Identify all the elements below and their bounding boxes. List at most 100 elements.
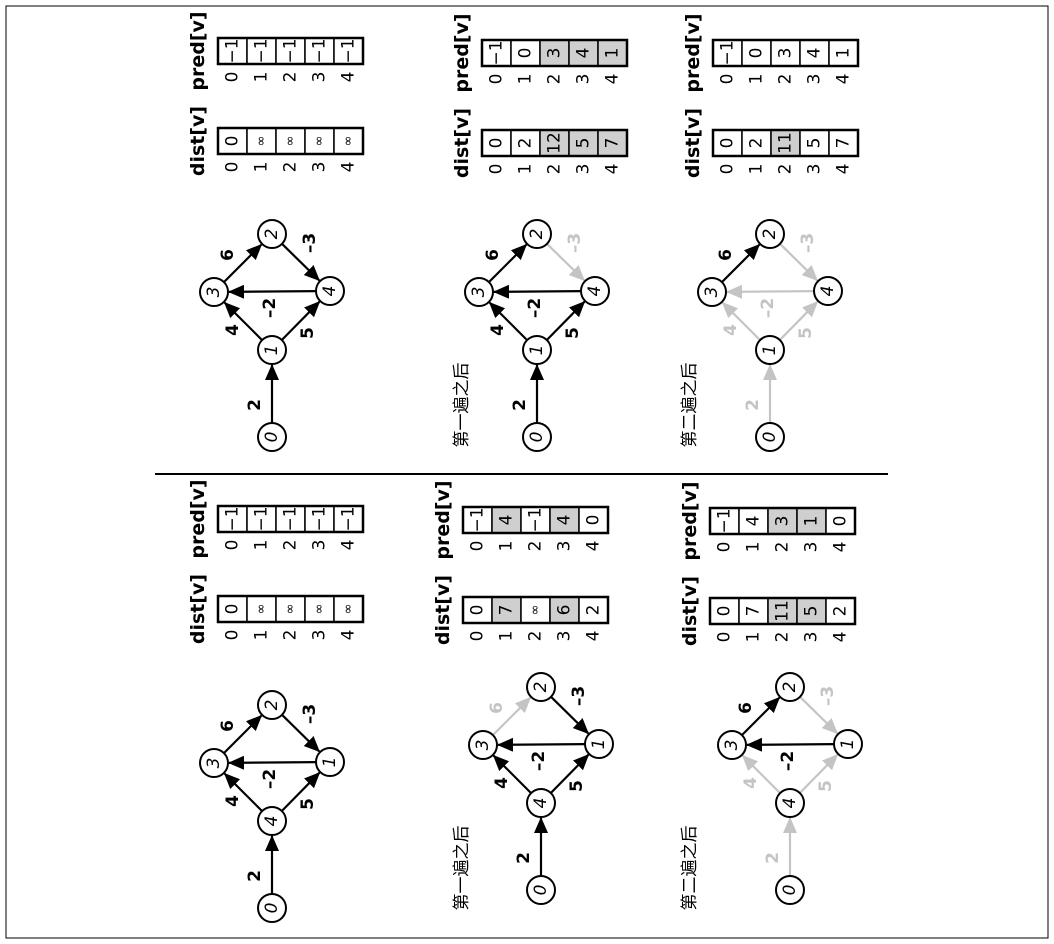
dist-table: dist[v]00∞1∞2∞3∞4 <box>187 574 365 644</box>
dist-value: 12 <box>545 132 565 154</box>
dist-value: 0 <box>223 604 243 615</box>
dist-label: dist[v] <box>451 108 473 178</box>
dist-table-border <box>216 126 365 156</box>
pred-index: 1 <box>252 72 272 83</box>
dist-index: 0 <box>715 632 735 643</box>
edge-weight: 5 <box>563 327 583 339</box>
dist-value: 5 <box>574 138 594 149</box>
node-label: 2 <box>262 700 282 711</box>
pred-label: pred[v] <box>679 481 701 560</box>
dist-label: dist[v] <box>187 106 209 176</box>
graph-node <box>199 277 229 307</box>
pred-index: 4 <box>339 72 359 83</box>
graph-node <box>526 788 556 818</box>
graph-node <box>775 875 805 905</box>
pred-index: 1 <box>747 74 767 85</box>
pred-value: 3 <box>773 516 793 527</box>
node-label: 1 <box>589 739 609 750</box>
node-label: 4 <box>320 286 340 297</box>
pred-table: pred[v]−10−11−12−13−14 <box>187 11 365 91</box>
dist-label: dist[v] <box>679 576 701 646</box>
pred-index: 3 <box>802 542 822 553</box>
pred-value: −1 <box>487 40 507 65</box>
dist-table-border <box>216 594 365 624</box>
graph-node <box>315 276 345 306</box>
edge-arrow <box>725 284 815 299</box>
dist-value: 0 <box>223 136 243 147</box>
dist-index: 4 <box>834 164 854 175</box>
dist-index: 2 <box>776 164 796 175</box>
edge-weight: –2 <box>758 298 778 318</box>
edge-arrow <box>492 284 582 299</box>
node-label: 0 <box>527 432 547 443</box>
node-label: 4 <box>531 798 551 809</box>
edge-weight: –2 <box>529 751 549 771</box>
dist-index: 3 <box>802 632 822 643</box>
graph-node <box>833 729 863 759</box>
dist-value: 0 <box>487 138 507 149</box>
dist-index: 0 <box>223 630 243 641</box>
pred-cell <box>799 39 830 67</box>
edge-arrow <box>546 300 586 341</box>
pred-value: −1 <box>468 507 488 532</box>
edge-arrow <box>492 696 532 736</box>
dist-value: ∞ <box>254 604 269 615</box>
dist-value: 5 <box>802 606 822 617</box>
pred-value: 0 <box>747 48 767 59</box>
dist-value: 2 <box>584 605 604 616</box>
dist-index: 0 <box>487 164 507 175</box>
dist-index: 1 <box>252 630 272 641</box>
edge-weight: 4 <box>741 777 761 789</box>
edge-arrow <box>546 243 586 282</box>
dist-value: ∞ <box>283 136 298 147</box>
pred-index: 4 <box>831 542 851 553</box>
pred-value: 0 <box>516 48 536 59</box>
pred-index: 2 <box>281 540 301 551</box>
edge-weight: 4 <box>721 324 741 336</box>
dist-index: 2 <box>281 162 301 173</box>
pred-value: 0 <box>831 516 851 527</box>
pred-value: 1 <box>802 516 822 527</box>
pass-caption: 第一遍之后 <box>452 363 472 448</box>
pred-value: −1 <box>718 40 738 65</box>
dist-value: 11 <box>773 600 793 622</box>
graph-node <box>257 335 287 365</box>
pred-label: pred[v] <box>682 13 704 92</box>
dist-label: dist[v] <box>432 575 454 645</box>
dist-value: 11 <box>776 132 796 154</box>
graph-node <box>526 875 556 905</box>
edge-weight: –2 <box>525 298 545 318</box>
pred-table-border <box>216 504 365 534</box>
pred-index: 1 <box>516 74 536 85</box>
edge-weight: –3 <box>798 233 818 253</box>
pred-cell <box>304 37 335 65</box>
node-label: 3 <box>204 287 224 298</box>
dist-value: ∞ <box>341 136 356 147</box>
edge-arrow <box>496 737 586 752</box>
dist-index: 2 <box>773 632 793 643</box>
graph-node <box>775 788 805 818</box>
node-label: 2 <box>527 229 547 240</box>
node-label: 3 <box>702 287 722 298</box>
node-label: 1 <box>760 345 780 356</box>
pred-index: 1 <box>744 542 764 553</box>
dist-value: 7 <box>603 138 623 149</box>
edge-arrow <box>488 301 528 341</box>
dist-value: ∞ <box>528 605 543 616</box>
dist-value: 0 <box>468 605 488 616</box>
node-label: 2 <box>531 682 551 693</box>
edge-weight: –3 <box>569 686 589 706</box>
edge-arrow <box>799 753 839 794</box>
pred-value: −1 <box>526 507 546 532</box>
pass-caption: 第二遍之后 <box>680 363 700 448</box>
node-label: 3 <box>473 740 493 751</box>
pred-index: 0 <box>487 74 507 85</box>
node-label: 4 <box>585 286 605 297</box>
edge-weight: 5 <box>298 327 318 339</box>
pred-index: 4 <box>584 541 604 552</box>
